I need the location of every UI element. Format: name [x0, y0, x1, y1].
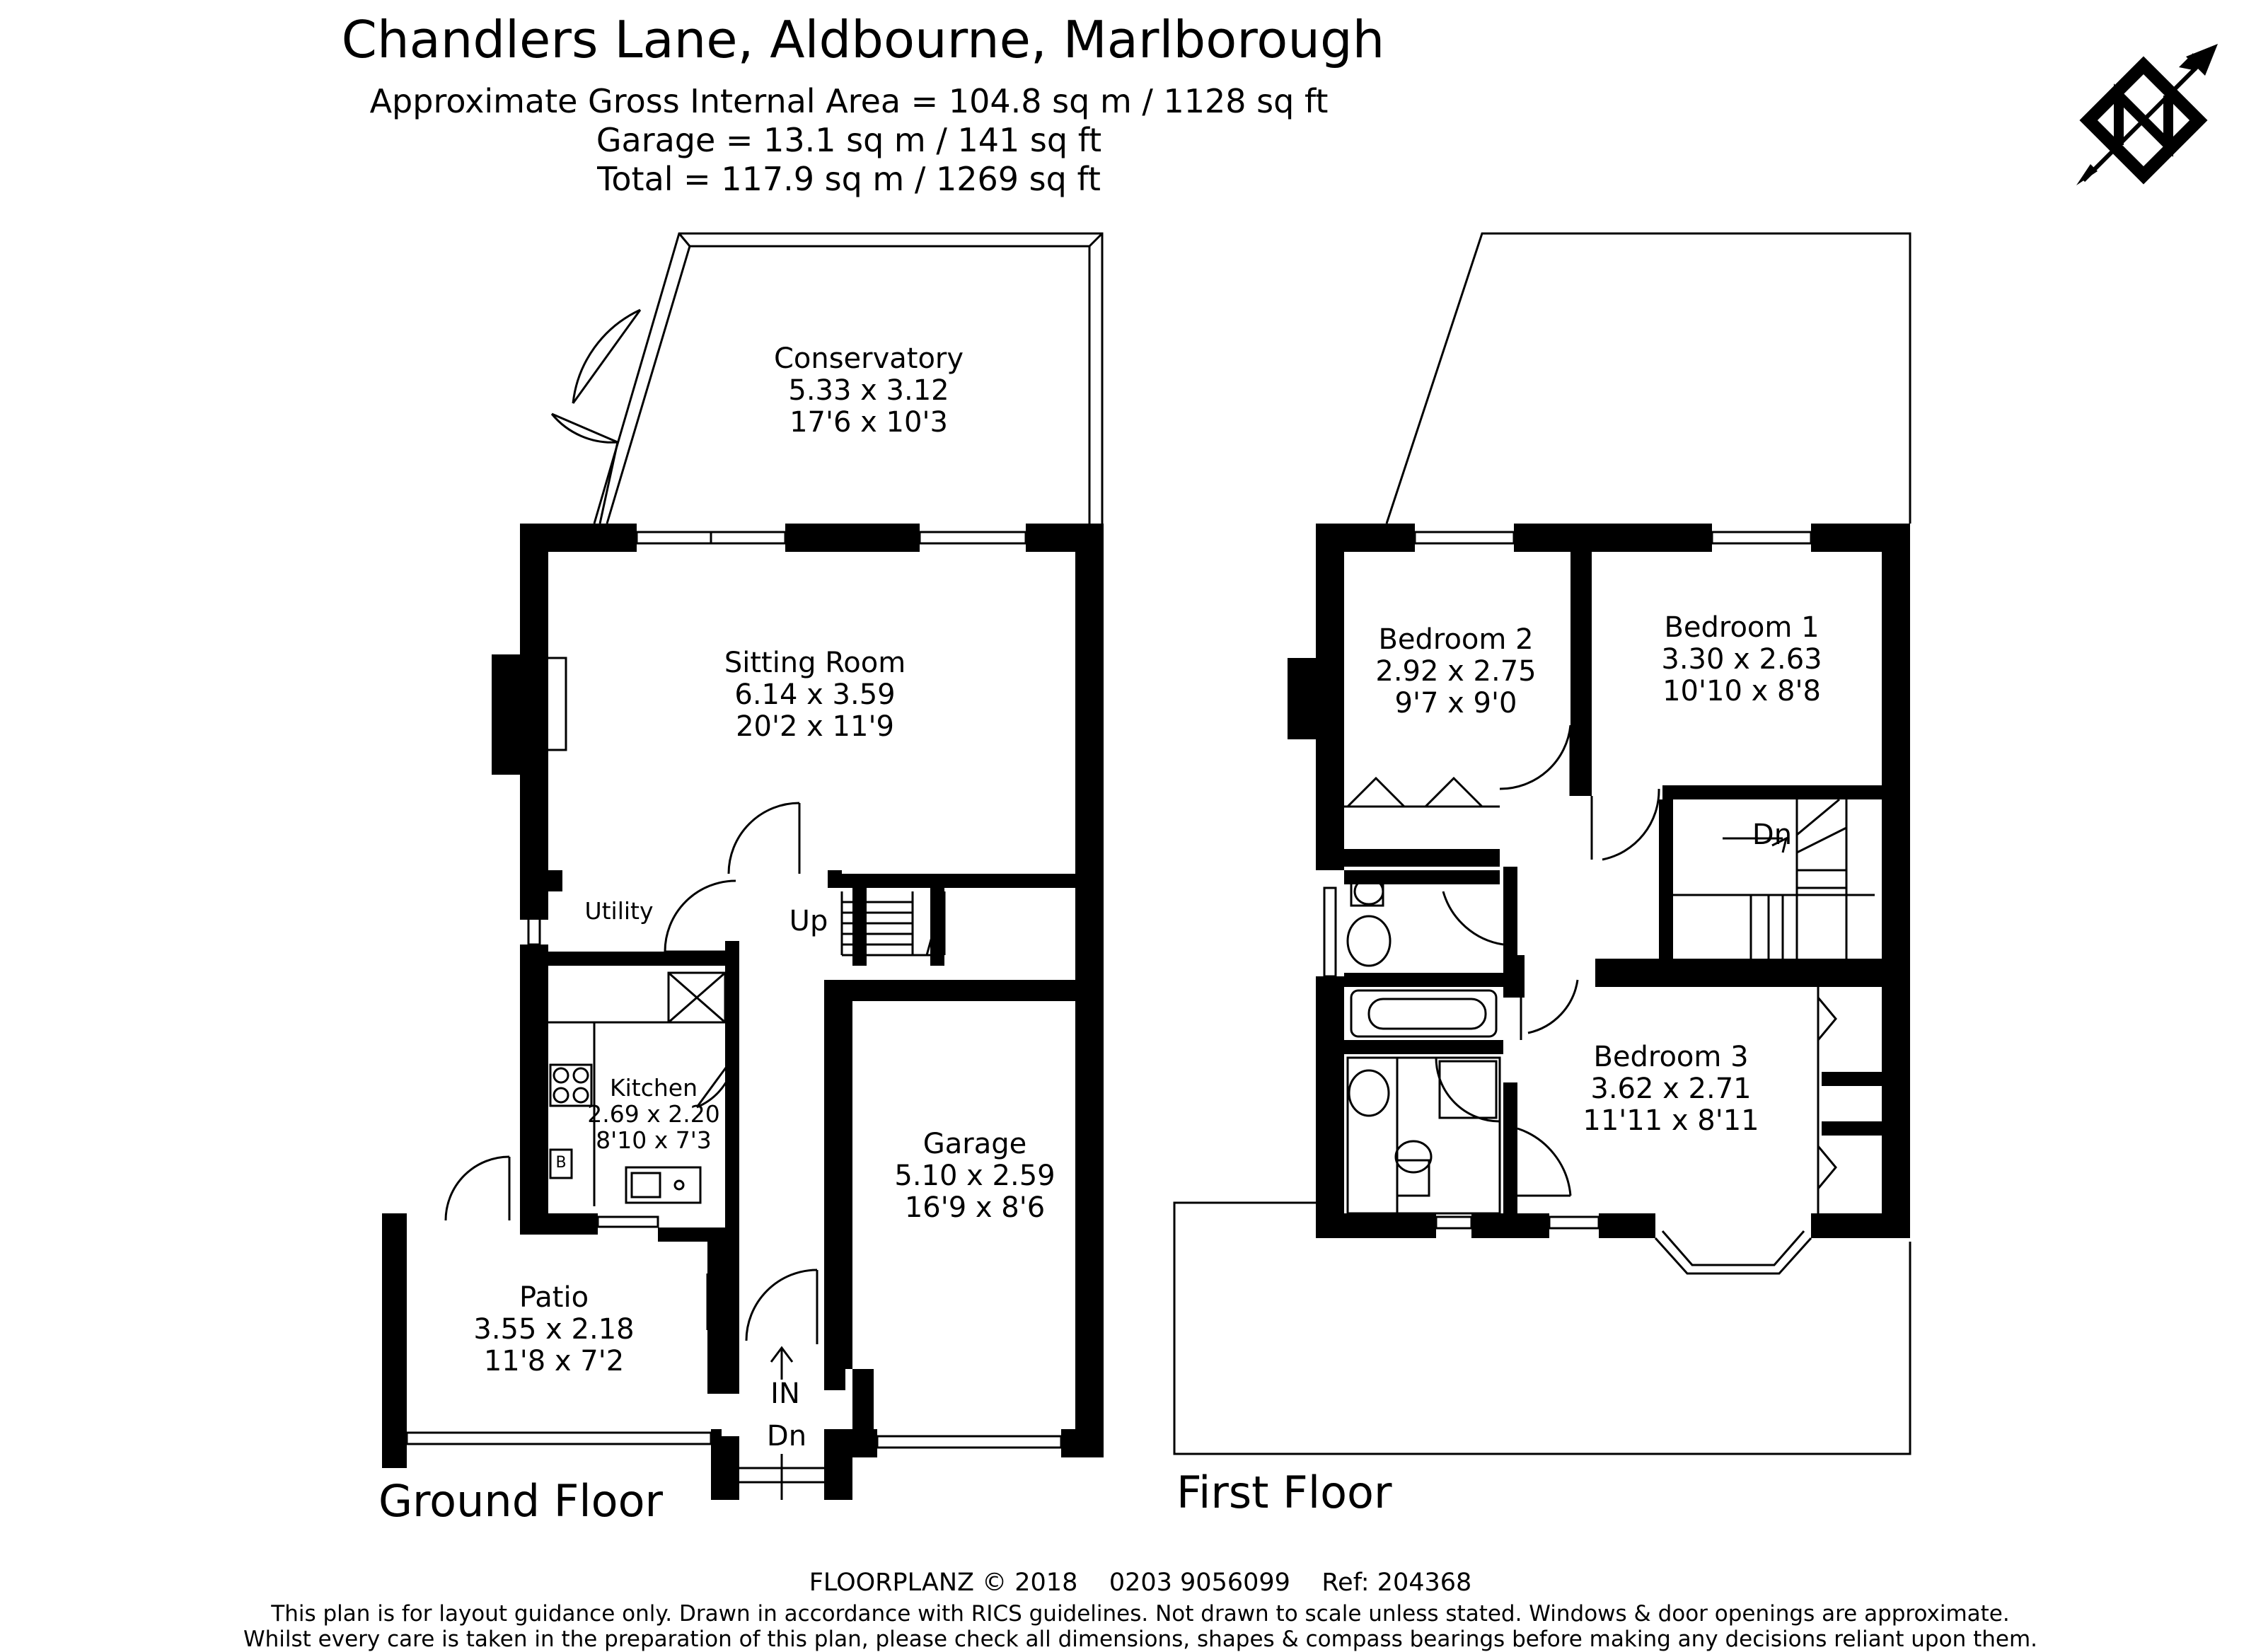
ground-walls: [382, 524, 1104, 1500]
area-gross-internal: Approximate Gross Internal Area = 104.8 …: [369, 82, 1329, 120]
room-label-sitting-room: Sitting Room 6.14 x 3.59 20'2 x 11'9: [724, 647, 906, 742]
room-metric: 3.55 x 2.18: [473, 1312, 635, 1346]
room-name: Patio: [519, 1281, 589, 1314]
footer-disclaimer-1: This plan is for layout guidance only. D…: [271, 1601, 2010, 1627]
room-label-patio: Patio 3.55 x 2.18 11'8 x 7'2: [473, 1282, 634, 1377]
room-name: Bedroom 1: [1664, 611, 1820, 644]
room-imperial: 10'10 x 8'8: [1662, 674, 1821, 707]
ground-windows: [405, 441, 1063, 1500]
room-metric: 5.33 x 3.12: [788, 374, 949, 407]
room-imperial: 20'2 x 11'9: [736, 710, 894, 743]
room-imperial: 11'8 x 7'2: [483, 1344, 625, 1377]
room-label-bedroom-1: Bedroom 1 3.30 x 2.63 10'10 x 8'8: [1661, 612, 1822, 707]
room-imperial: 9'7 x 9'0: [1394, 686, 1517, 720]
page-title: Chandlers Lane, Aldbourne, Marlborough: [341, 10, 1385, 69]
footer-disclaimer-2: Whilst every care is taken in the prepar…: [243, 1627, 2037, 1652]
ground-floor-label: Ground Floor: [378, 1475, 664, 1527]
first-windows: [1323, 531, 1875, 1275]
room-imperial: 17'6 x 10'3: [789, 405, 948, 439]
entrance-label: IN: [770, 1377, 800, 1410]
room-label-utility: Utility: [584, 897, 654, 925]
steps-down-label: Dn: [766, 1420, 807, 1452]
room-metric: 3.62 x 2.71: [1590, 1072, 1752, 1105]
stairs-down-label: Dn: [1752, 819, 1793, 851]
first-floor-plan: [1173, 232, 1911, 1455]
room-imperial: 11'11 x 8'11: [1583, 1104, 1759, 1137]
room-label-kitchen: Kitchen 2.69 x 2.20 8'10 x 7'3: [587, 1075, 719, 1154]
room-name: Sitting Room: [724, 647, 906, 679]
room-metric: 2.92 x 2.75: [1375, 654, 1537, 688]
room-label-bedroom-3: Bedroom 3 3.62 x 2.71 11'11 x 8'11: [1583, 1041, 1759, 1136]
conservatory-glazing: [593, 232, 1104, 524]
conservatory-door: [550, 308, 642, 444]
room-imperial: 16'9 x 8'6: [904, 1191, 1046, 1224]
room-label-garage: Garage 5.10 x 2.59 16'9 x 8'6: [894, 1128, 1055, 1223]
boiler-label: B: [555, 1154, 567, 1172]
room-name: Bedroom 2: [1378, 623, 1534, 656]
room-metric: 2.69 x 2.20: [587, 1099, 720, 1128]
room-name: Garage: [922, 1128, 1027, 1160]
room-metric: 5.10 x 2.59: [894, 1159, 1055, 1192]
room-name: Conservatory: [773, 342, 964, 375]
room-label-bedroom-2: Bedroom 2 2.92 x 2.75 9'7 x 9'0: [1375, 624, 1536, 719]
ground-floor-plan: [382, 232, 1104, 1500]
first-floor-label: First Floor: [1176, 1467, 1392, 1518]
north-compass-icon: [2076, 44, 2218, 185]
area-garage: Garage = 13.1 sq m / 141 sq ft: [596, 121, 1102, 159]
room-metric: 3.30 x 2.63: [1661, 642, 1822, 676]
room-imperial: 8'10 x 7'3: [596, 1126, 712, 1154]
room-name: Kitchen: [609, 1074, 698, 1102]
stairs-up-label: Up: [789, 905, 828, 937]
roof-outlines: [1173, 232, 1911, 1455]
room-metric: 6.14 x 3.59: [734, 678, 896, 711]
room-label-conservatory: Conservatory 5.33 x 3.12 17'6 x 10'3: [774, 343, 964, 438]
footer-credit: FLOORPLANZ © 2018 0203 9056099 Ref: 2043…: [809, 1569, 1472, 1597]
room-name: Bedroom 3: [1593, 1041, 1749, 1073]
area-total: Total = 117.9 sq m / 1269 sq ft: [597, 160, 1101, 198]
first-walls: [1288, 524, 1910, 1238]
room-name: Utility: [584, 897, 654, 925]
